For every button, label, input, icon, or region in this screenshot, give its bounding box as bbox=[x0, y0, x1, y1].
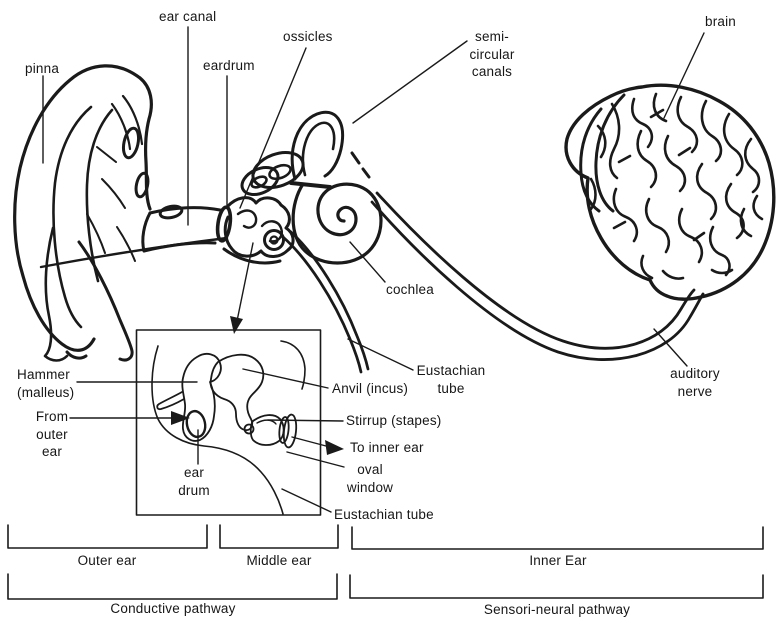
sensori-neural-pathway-bracket bbox=[349, 574, 764, 599]
leader-lines bbox=[42, 26, 705, 513]
inner-ear-bracket bbox=[351, 526, 764, 550]
to-inner-ear-leader bbox=[291, 436, 327, 447]
hammer-label: Hammer (malleus) bbox=[17, 367, 75, 400]
brain-gyri bbox=[589, 92, 764, 280]
to-inner-ear-arrowhead bbox=[325, 440, 344, 455]
inset-pointer-arrowhead bbox=[230, 316, 243, 334]
cochlea-leader bbox=[349, 241, 386, 283]
eustachian-tube-drawing bbox=[281, 230, 370, 374]
from-outer-ear-arrowhead bbox=[171, 411, 190, 425]
pinna-label: pinna bbox=[25, 61, 60, 76]
inset-pointer-line bbox=[236, 242, 254, 322]
sensori-neural-pathway-label: Sensori-neural pathway bbox=[483, 602, 631, 617]
semicircular-canals-drawing bbox=[240, 110, 344, 197]
to-inner-ear-label: To inner ear bbox=[350, 440, 424, 455]
brain-label: brain bbox=[705, 14, 737, 29]
outer-ear-section-label: Outer ear bbox=[77, 553, 137, 568]
outer-ear-bracket bbox=[7, 524, 208, 549]
inset-eardrum-drawing bbox=[185, 409, 207, 439]
ear-canal-drawing bbox=[39, 205, 233, 269]
stirrup-leader bbox=[267, 419, 344, 422]
eustachian-tube-bottom-label: Eustachian tube bbox=[334, 507, 434, 522]
ossicles-leader bbox=[239, 47, 307, 209]
arrowheads bbox=[171, 316, 344, 455]
conductive-pathway-bracket bbox=[7, 573, 338, 600]
hammer-drawing bbox=[156, 352, 222, 442]
eustachian-tube-leader bbox=[347, 338, 414, 371]
hidden-dashes bbox=[350, 151, 371, 179]
oval-window-drawing bbox=[282, 413, 298, 449]
eardrum-label: eardrum bbox=[203, 58, 255, 73]
oval-window-label: oval window bbox=[346, 462, 394, 495]
pinna-drawing bbox=[13, 64, 184, 362]
middle-ear-inset bbox=[135, 329, 322, 516]
oval-window-leader bbox=[286, 451, 345, 468]
eustachian-bottom-leader bbox=[281, 488, 332, 513]
auditory-nerve-drawing bbox=[370, 191, 705, 361]
ear-canal-label: ear canal bbox=[159, 9, 217, 24]
auditory-nerve-label: auditory nerve bbox=[670, 366, 720, 399]
eustachian-tube-label: Eustachian tube bbox=[416, 363, 486, 396]
anvil-label: Anvil (incus) bbox=[332, 381, 409, 396]
inner-ear-section-label: Inner Ear bbox=[529, 553, 587, 568]
cochlea-drawing bbox=[291, 151, 383, 265]
cochlea-label: cochlea bbox=[386, 282, 434, 297]
stirrup-label: Stirrup (stapes) bbox=[346, 413, 442, 428]
inset-ear-drum-label: ear drum bbox=[178, 465, 210, 498]
ossicles-label: ossicles bbox=[283, 29, 333, 44]
middle-ear-bracket bbox=[219, 524, 339, 549]
eardrum-drawing bbox=[215, 205, 233, 243]
ossicles-drawing bbox=[222, 196, 295, 265]
anvil-leader bbox=[242, 368, 329, 389]
conductive-pathway-label: Conductive pathway bbox=[110, 601, 236, 616]
semicircular-canals-leader bbox=[352, 40, 468, 124]
auditory-nerve-leader bbox=[653, 328, 688, 367]
from-outer-ear-label: From outer ear bbox=[35, 409, 69, 459]
semicircular-canals-label: semi- circular canals bbox=[469, 29, 515, 79]
inset-box bbox=[135, 329, 322, 516]
middle-ear-section-label: Middle ear bbox=[246, 553, 312, 568]
brain-leader bbox=[663, 32, 705, 119]
section-brackets bbox=[7, 524, 764, 600]
brain-drawing bbox=[564, 83, 776, 301]
